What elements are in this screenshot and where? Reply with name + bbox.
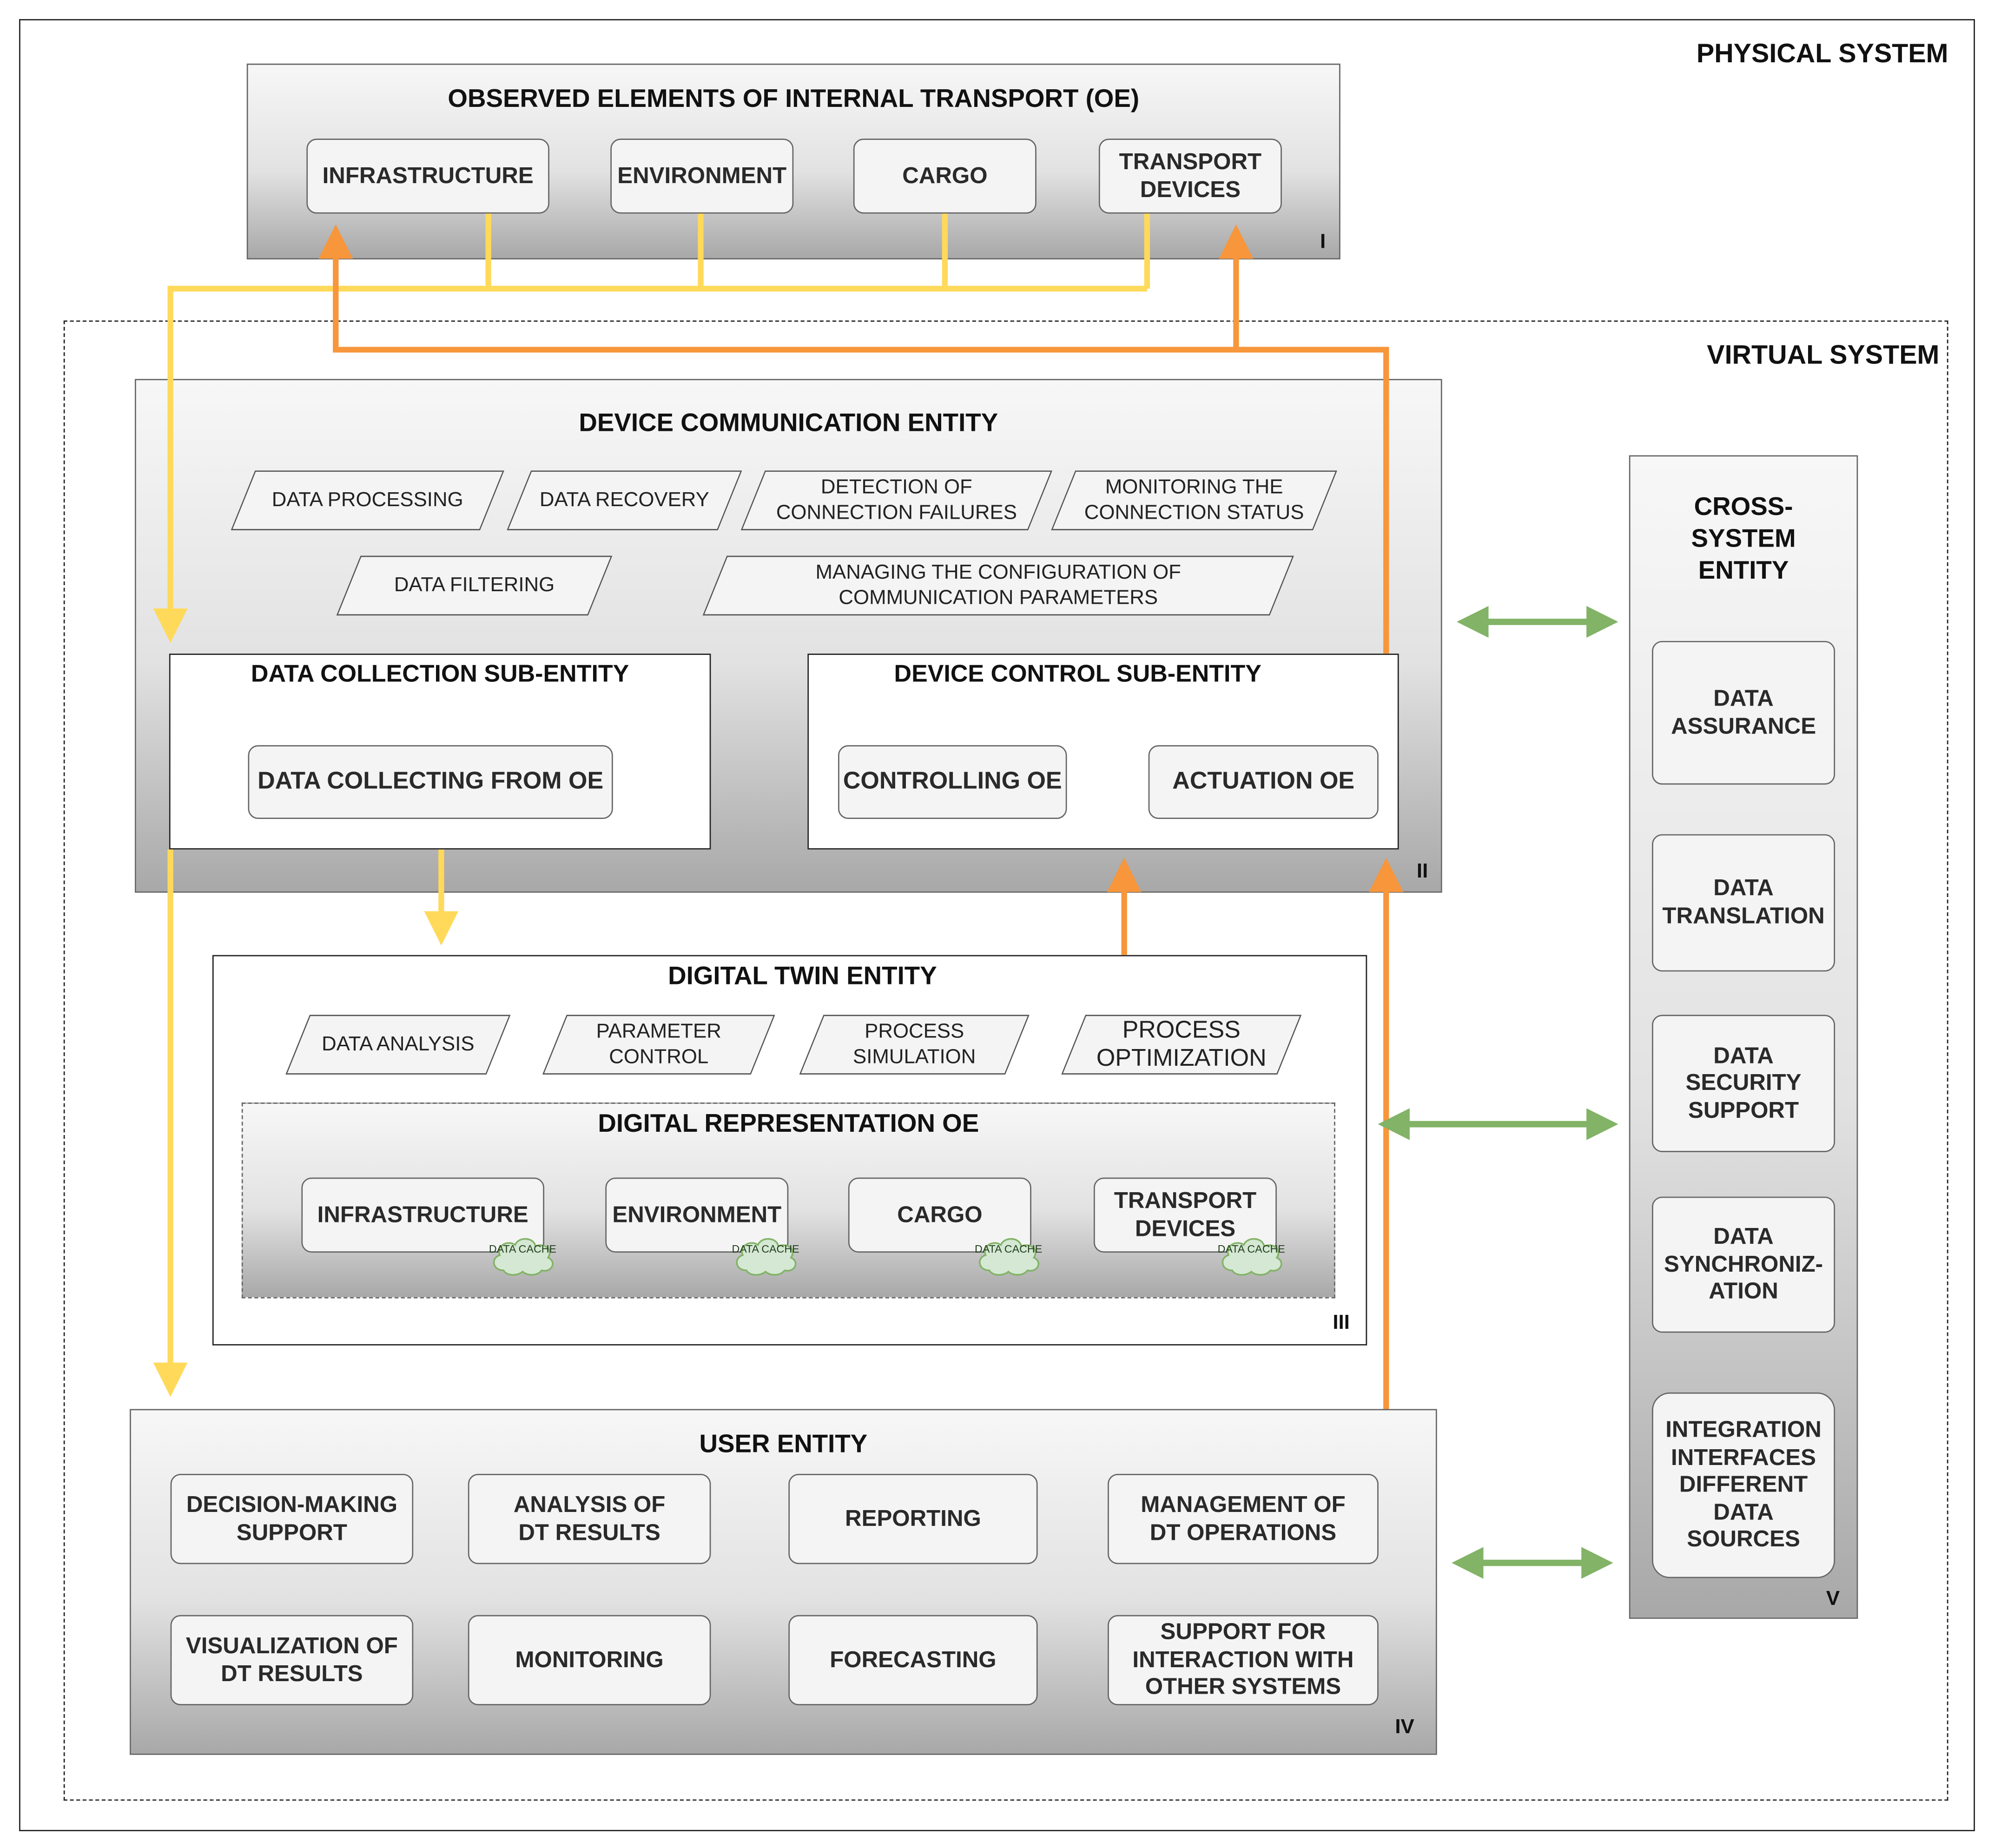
digital-twin-title: DIGITAL TWIN ENTITY (668, 963, 937, 991)
cross-item-data-synchronization: DATA SYNCHRONIZ-ATION (1652, 1196, 1836, 1333)
function-parameter-control: PARAMETER CONTROL (542, 1015, 775, 1075)
oe-box-title: OBSERVED ELEMENTS OF INTERNAL TRANSPORT … (448, 85, 1140, 113)
cross-item-data-security-support: DATA SECURITY SUPPORT (1652, 1015, 1836, 1152)
digital-representation-title: DIGITAL REPRESENTATION OE (598, 1110, 979, 1138)
function-data-filtering: DATA FILTERING (336, 555, 613, 616)
cross-item-integration-interfaces: INTEGRATION INTERFACES DIFFERENT DATA SO… (1652, 1392, 1836, 1578)
dr-item-cargo: CARGO (848, 1177, 1031, 1253)
data-cache-cloud: DATA CACHE (1217, 1234, 1286, 1277)
cross-system-roman: V (1826, 1588, 1840, 1610)
user-entity-roman: IV (1395, 1716, 1414, 1739)
data-cache-cloud: DATA CACHE (731, 1234, 800, 1277)
function-process-simulation: PROCESS SIMULATION (799, 1015, 1030, 1075)
dr-item-infrastructure: INFRASTRUCTURE (301, 1177, 545, 1253)
oe-item-infrastructure: INFRASTRUCTURE (306, 139, 549, 214)
digital-twin-roman: III (1333, 1312, 1350, 1334)
physical-system-frame (19, 19, 1975, 1831)
dr-item-environment: ENVIRONMENT (605, 1177, 789, 1253)
cross-item-data-assurance: DATA ASSURANCE (1652, 640, 1836, 785)
device-communication-title: DEVICE COMMUNICATION ENTITY (579, 409, 998, 438)
user-item-monitoring: MONITORING (468, 1615, 711, 1705)
user-item-visualization-of-dt-results: VISUALIZATION OF DT RESULTS (170, 1615, 414, 1705)
dr-item-transport-devices: TRANSPORT DEVICES (1093, 1177, 1277, 1253)
oe-item-transport-devices: TRANSPORT DEVICES (1098, 139, 1282, 214)
user-item-support-for-interaction: SUPPORT FOR INTERACTION WITH OTHER SYSTE… (1108, 1615, 1379, 1705)
device-control-title: DEVICE CONTROL SUB-ENTITY (894, 661, 1261, 688)
user-item-analysis-of-dt-results: ANALYSIS OF DT RESULTS (468, 1474, 711, 1564)
function-data-analysis: DATA ANALYSIS (285, 1015, 511, 1075)
oe-item-cargo: CARGO (853, 139, 1037, 214)
function-managing-communication-parameters: MANAGING THE CONFIGURATION OF COMMUNICAT… (702, 555, 1294, 616)
device-communication-roman: II (1416, 861, 1428, 883)
user-item-forecasting: FORECASTING (788, 1615, 1038, 1705)
physical-system-label: PHYSICAL SYSTEM (1696, 39, 1948, 69)
controlling-oe: CONTROLLING OE (838, 745, 1067, 819)
virtual-system-label: VIRTUAL SYSTEM (1707, 341, 1940, 370)
data-collection-title: DATA COLLECTION SUB-ENTITY (251, 661, 629, 688)
function-data-recovery: DATA RECOVERY (507, 470, 742, 530)
data-cache-cloud: DATA CACHE (489, 1234, 557, 1277)
oe-item-environment: ENVIRONMENT (610, 139, 794, 214)
function-data-processing: DATA PROCESSING (231, 470, 504, 530)
data-collecting-from-oe: DATA COLLECTING FROM OE (248, 745, 613, 819)
actuation-oe: ACTUATION OE (1148, 745, 1379, 819)
data-cache-cloud: DATA CACHE (974, 1234, 1043, 1277)
user-item-reporting: REPORTING (788, 1474, 1038, 1564)
function-detection-of-connection-failures: DETECTION OF CONNECTION FAILURES (740, 470, 1053, 530)
user-item-management-of-dt-operations: MANAGEMENT OF DT OPERATIONS (1108, 1474, 1379, 1564)
function-monitoring-connection-status: MONITORING THE CONNECTION STATUS (1051, 470, 1337, 530)
oe-box-roman: I (1320, 231, 1326, 253)
function-process-optimization: PROCESS OPTIMIZATION (1061, 1015, 1302, 1075)
cross-item-data-translation: DATA TRANSLATION (1652, 834, 1836, 972)
user-item-decision-making-support: DECISION-MAKING SUPPORT (170, 1474, 414, 1564)
user-entity-title: USER ENTITY (699, 1431, 868, 1459)
cross-system-title: CROSS-SYSTEM ENTITY (1691, 493, 1796, 585)
